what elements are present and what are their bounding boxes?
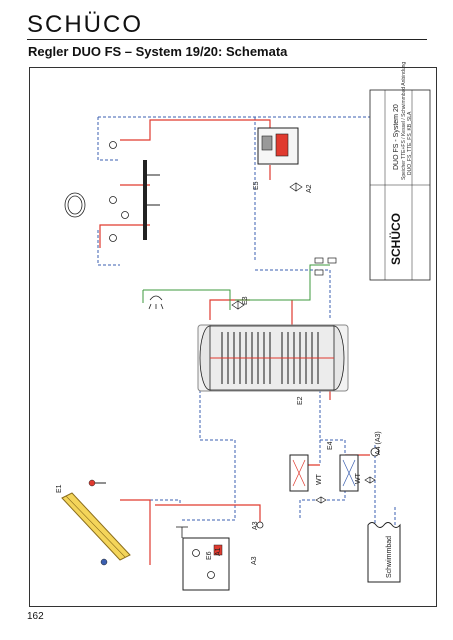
shower-icon [148,295,164,310]
red-collector-return [120,499,151,565]
label-a2: A2 [306,184,313,193]
blue-loop-top [98,116,373,190]
green-shower-line [143,289,231,310]
cold-water-fittings [314,257,337,276]
collector-sensor-icon [88,479,106,487]
red-hx-lines [298,454,370,466]
page-number: 162 [27,611,44,622]
label-e1: E1 [56,484,63,493]
heat-exchanger-2 [339,454,359,492]
label-a3: A3 [251,556,258,565]
solar-station [182,537,230,591]
swimming-pool [367,522,401,583]
red-pump-line [155,504,261,525]
green-lines [142,264,330,310]
check-valve-icon [315,496,327,504]
red-lower [99,224,150,248]
pump-icon [109,141,117,149]
blue-lower-link [150,499,181,505]
page-title: Regler DUO FS – System 19/20: Schemata [28,44,288,59]
red-flow-top [120,119,271,141]
pool-pump-icon [370,447,380,457]
blue-branch-lower [97,230,120,266]
label-wt-1: WT [316,473,323,485]
pump-icon [109,196,117,204]
title-block-line2: DUO_FS_TTE_FS_KB_SLA [407,111,413,175]
label-e6: E6 [206,551,213,560]
pump-icons [109,141,129,242]
title-block-line1: Speicher TTE+FS / Kessel / Schwimmbad An… [401,62,407,180]
diagram-frame [29,67,437,607]
blue-down-left [180,325,236,521]
solar-collector [61,492,131,561]
three-way-valve-icon [364,476,376,484]
heating-circuit-coil [64,192,86,218]
brand-logo: SCHÜCO [27,11,144,38]
pump-icon [109,234,117,242]
heating-manifold [143,160,160,240]
collector-return-sensor-icon [100,558,108,566]
pump-icon [121,211,129,219]
valve-icons [231,182,376,504]
boiler [257,127,299,165]
heat-exchanger-1 [289,454,309,492]
label-e5: E5 [253,181,260,190]
label-a1: A1 [215,547,222,556]
blue-branch-left [97,117,120,161]
pump-a3-icon [256,521,264,529]
label-wt-2: WT [355,472,362,484]
diverter-valve-icon [289,182,303,192]
label-e3: E3 [242,296,249,305]
header-rule [27,39,427,40]
label-a4: A4 (A3) [375,431,382,455]
diagram-labels: E1 E2 E3 E4 E5 E6 A1 A2 A3 A3 A4 (A3) WT… [56,181,393,578]
label-e4: E4 [327,441,334,450]
green-cold-water [235,264,330,301]
title-block-title: DUO FS - System 20 [393,104,400,170]
label-a3b: A3 [252,521,259,530]
title-block-brand: SCHÜCO [388,213,403,265]
blue-hx-return [299,490,346,520]
mixing-valve-icon [231,300,245,310]
title-block: DUO FS - System 20 Speicher TTE+FS / Kes… [369,62,431,281]
blue-to-hx [319,390,346,465]
label-pool: Schwimmbad [386,536,393,578]
blue-to-tank [255,269,331,320]
label-e2: E2 [297,396,304,405]
expansion-vessel-icon [176,526,188,538]
